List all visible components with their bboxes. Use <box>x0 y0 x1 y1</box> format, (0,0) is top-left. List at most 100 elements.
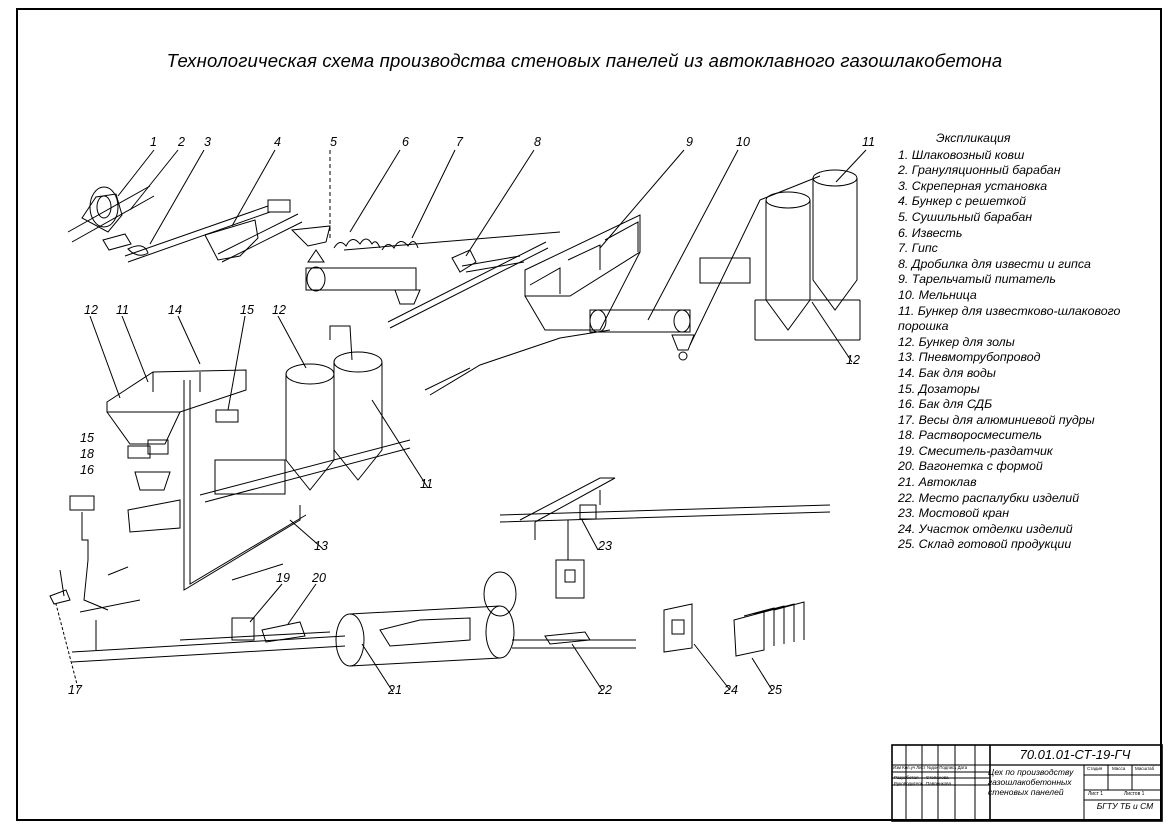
callout-15-top: 15 <box>240 303 254 317</box>
explication-header: Экспликация <box>936 131 1011 145</box>
callout-9: 9 <box>686 135 693 149</box>
legend-item: 25. Склад готовой продукции <box>898 537 1072 552</box>
legend-item: 19. Смеситель-раздатчик <box>898 443 1053 458</box>
role-developer: Разработал <box>894 775 919 780</box>
scale-header: Масштаб <box>1135 766 1155 771</box>
mill <box>589 309 695 361</box>
legend-item: 6. Известь <box>898 225 963 240</box>
callout-14: 14 <box>168 303 182 317</box>
callout-5: 5 <box>330 135 337 149</box>
callout-7: 7 <box>456 135 464 149</box>
legend-item: 3. Скреперная установка <box>898 178 1048 193</box>
callout-13: 13 <box>314 539 328 553</box>
title-block-grid <box>891 744 1163 822</box>
legend-item: 12. Бункер для золы <box>898 334 1015 349</box>
callout-12-left: 12 <box>84 303 98 317</box>
sheets-count: Листов 1 <box>1124 791 1145 797</box>
bridge-crane <box>499 477 831 599</box>
callout-24: 24 <box>723 683 738 697</box>
demolding-place <box>544 631 591 645</box>
legend-item: 20. Вагонетка с формой <box>898 459 1043 474</box>
callout-15: 15 <box>80 431 94 445</box>
legend-item: 22. Место распалубки изделий <box>898 490 1080 505</box>
legend-item: 23. Мостовой кран <box>898 506 1010 521</box>
callout-17: 17 <box>68 683 83 697</box>
callout-1: 1 <box>150 135 157 149</box>
name-supervisor: Павленкова <box>926 781 952 786</box>
water-tank <box>106 369 247 445</box>
legend-item: 11. Бункер для известково-шлакового поро… <box>898 303 1121 334</box>
stamp-roles: Разработал Руководитель <box>894 775 923 787</box>
flow-arrows <box>95 367 471 650</box>
drying-drum <box>305 241 549 329</box>
callout-11-middle: 11 <box>420 477 433 491</box>
legend-item: 17. Весы для алюминиевой пудры <box>898 412 1095 427</box>
legend-item: 15. Дозаторы <box>898 381 980 396</box>
explication-legend: Экспликация 1. Шлаковозный ковш 2. Грану… <box>898 131 1148 553</box>
callout-19: 19 <box>276 571 290 585</box>
legend-item: 7. Гипс <box>898 241 938 256</box>
callout-20: 20 <box>311 571 326 585</box>
silos-middle <box>199 351 411 503</box>
callout-numbers: 1 2 3 4 5 6 7 8 9 10 11 12 11 14 15 12 1… <box>68 135 875 697</box>
callout-10: 10 <box>736 135 750 149</box>
leader-lines <box>55 149 867 693</box>
callout-3: 3 <box>204 135 211 149</box>
callout-2: 2 <box>177 135 185 149</box>
name-developer: Степанова <box>926 775 949 780</box>
callout-18: 18 <box>80 447 94 461</box>
bottom-conveyor <box>71 617 636 663</box>
callout-25: 25 <box>767 683 782 697</box>
legend-item: 8. Дробилка для извести и гипса <box>898 256 1091 271</box>
sheet-number: Лист 1 <box>1088 791 1104 797</box>
drawing-frame <box>16 8 1162 821</box>
stamp-names: Степанова Павленкова <box>926 775 951 787</box>
legend-item: 4. Бункер с решеткой <box>898 194 1027 209</box>
legend-item: 9. Тарельчатый питатель <box>898 272 1056 287</box>
stage-header: Стадия <box>1087 766 1103 771</box>
crusher <box>451 249 525 273</box>
legend-item: 13. Пневмотрубопровод <box>898 350 1041 365</box>
legend-item: 16. Бак для СДБ <box>898 397 993 412</box>
callout-8: 8 <box>534 135 541 149</box>
mass-header: Масса <box>1112 766 1126 771</box>
callout-16: 16 <box>80 463 94 477</box>
slag-ladle <box>67 185 155 251</box>
scraper <box>124 205 271 263</box>
silo-lime-slag <box>689 169 861 346</box>
pneumo-pipeline <box>183 325 611 591</box>
legend-item: 21. Автоклав <box>898 475 977 490</box>
callout-6: 6 <box>402 135 409 149</box>
callout-11-top: 11 <box>862 135 875 149</box>
plate-feeders <box>524 214 641 331</box>
revision-column-headers: Изм Кол.уч Лист №док Подпись Дата <box>893 765 968 770</box>
drawing-title: Технологическая схема производства стено… <box>166 50 1003 71</box>
role-supervisor: Руководитель <box>894 781 923 786</box>
legend-item: 18. Растворосмеситель <box>898 428 1043 443</box>
drawing-name-line: газошлакобетонных <box>988 777 1072 787</box>
bunker-with-grate <box>204 199 331 263</box>
lime-pile <box>333 231 561 251</box>
drawing-name-line: стеновых панелей <box>988 787 1064 797</box>
legend-item: 14. Бак для воды <box>898 365 996 380</box>
drawing-name: Цех по производству газошлакобетонных ст… <box>988 767 1084 797</box>
callout-21: 21 <box>387 683 402 697</box>
autoclave <box>335 571 517 667</box>
callout-12-top: 12 <box>846 353 860 367</box>
legend-item: 24. Участок отделки изделий <box>898 521 1073 536</box>
drawing-name-line: Цех по производству <box>988 767 1074 777</box>
callout-11-left: 11 <box>116 303 129 317</box>
legend-item: 1. Шлаковозный ковш <box>898 147 1025 162</box>
callout-23: 23 <box>597 539 612 553</box>
legend-item: 10. Мельница <box>898 287 977 302</box>
legend-item: 5. Сушильный барабан <box>898 209 1033 224</box>
dosers-and-mixer <box>69 439 181 611</box>
callout-22: 22 <box>597 683 612 697</box>
finished-panels <box>663 601 805 657</box>
organization: БГТУ ТБ и СМ <box>1096 801 1154 811</box>
title-block: 70.01.01-СТ-19-ГЧ Изм Кол.уч Лист №док П… <box>892 745 1162 821</box>
legend-item: 2. Грануляционный барабан <box>898 163 1061 178</box>
callout-4: 4 <box>274 135 281 149</box>
drawing-code: 70.01.01-СТ-19-ГЧ <box>1019 747 1131 762</box>
